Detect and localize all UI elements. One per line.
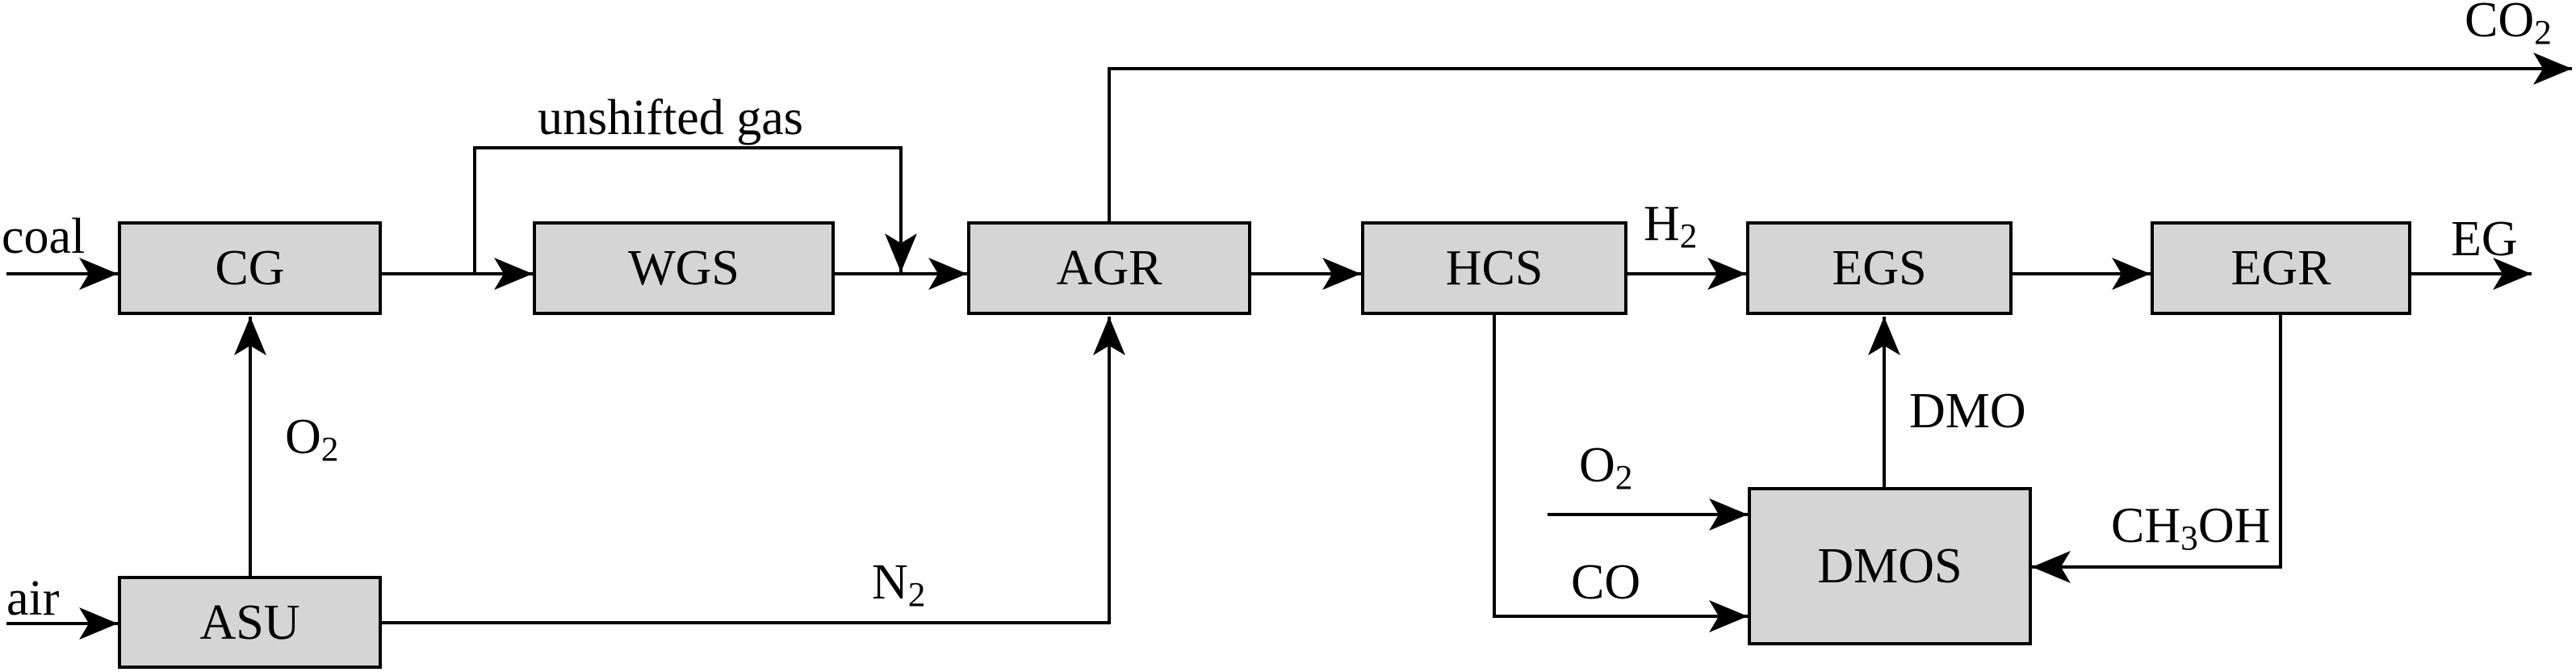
stream-label-o2-asu: O2: [285, 410, 339, 469]
stream-label-n2: N2: [872, 555, 926, 615]
stream-label-ch3oh: CH3OH: [2111, 498, 2271, 558]
box-hcs: HCS: [1361, 221, 1627, 315]
stream-label-h2: H2: [1644, 196, 1698, 256]
box-egs: EGS: [1746, 221, 2013, 315]
edge-asu-n2-to-agr: [382, 317, 1125, 624]
stream-label-dmo: DMO: [1909, 384, 2026, 439]
box-agr: AGR: [967, 221, 1251, 315]
stream-label-unshifted-gas: unshifted gas: [538, 90, 803, 145]
box-cg: CG: [118, 221, 382, 315]
edge-unshifted-gas-bypass: [473, 146, 917, 274]
box-wgs: WGS: [533, 221, 835, 315]
edge-agr-to-co2-out: [1108, 52, 2572, 221]
stream-label-co2: CO2: [2465, 0, 2552, 52]
stream-label-eg: EG: [2451, 212, 2518, 267]
edge-egr-ch3oh-to-dmos: [2032, 315, 2282, 583]
stream-label-coal: coal: [2, 209, 86, 264]
box-dmos: DMOS: [1748, 487, 2032, 645]
edge-hcs-co-to-dmos: [1493, 315, 1748, 632]
stream-label-o2-dmos: O2: [1579, 438, 1633, 498]
stream-label-co: CO: [1571, 555, 1641, 610]
box-asu: ASU: [118, 576, 382, 669]
box-egr: EGR: [2151, 221, 2411, 315]
stream-label-air: air: [6, 571, 60, 626]
